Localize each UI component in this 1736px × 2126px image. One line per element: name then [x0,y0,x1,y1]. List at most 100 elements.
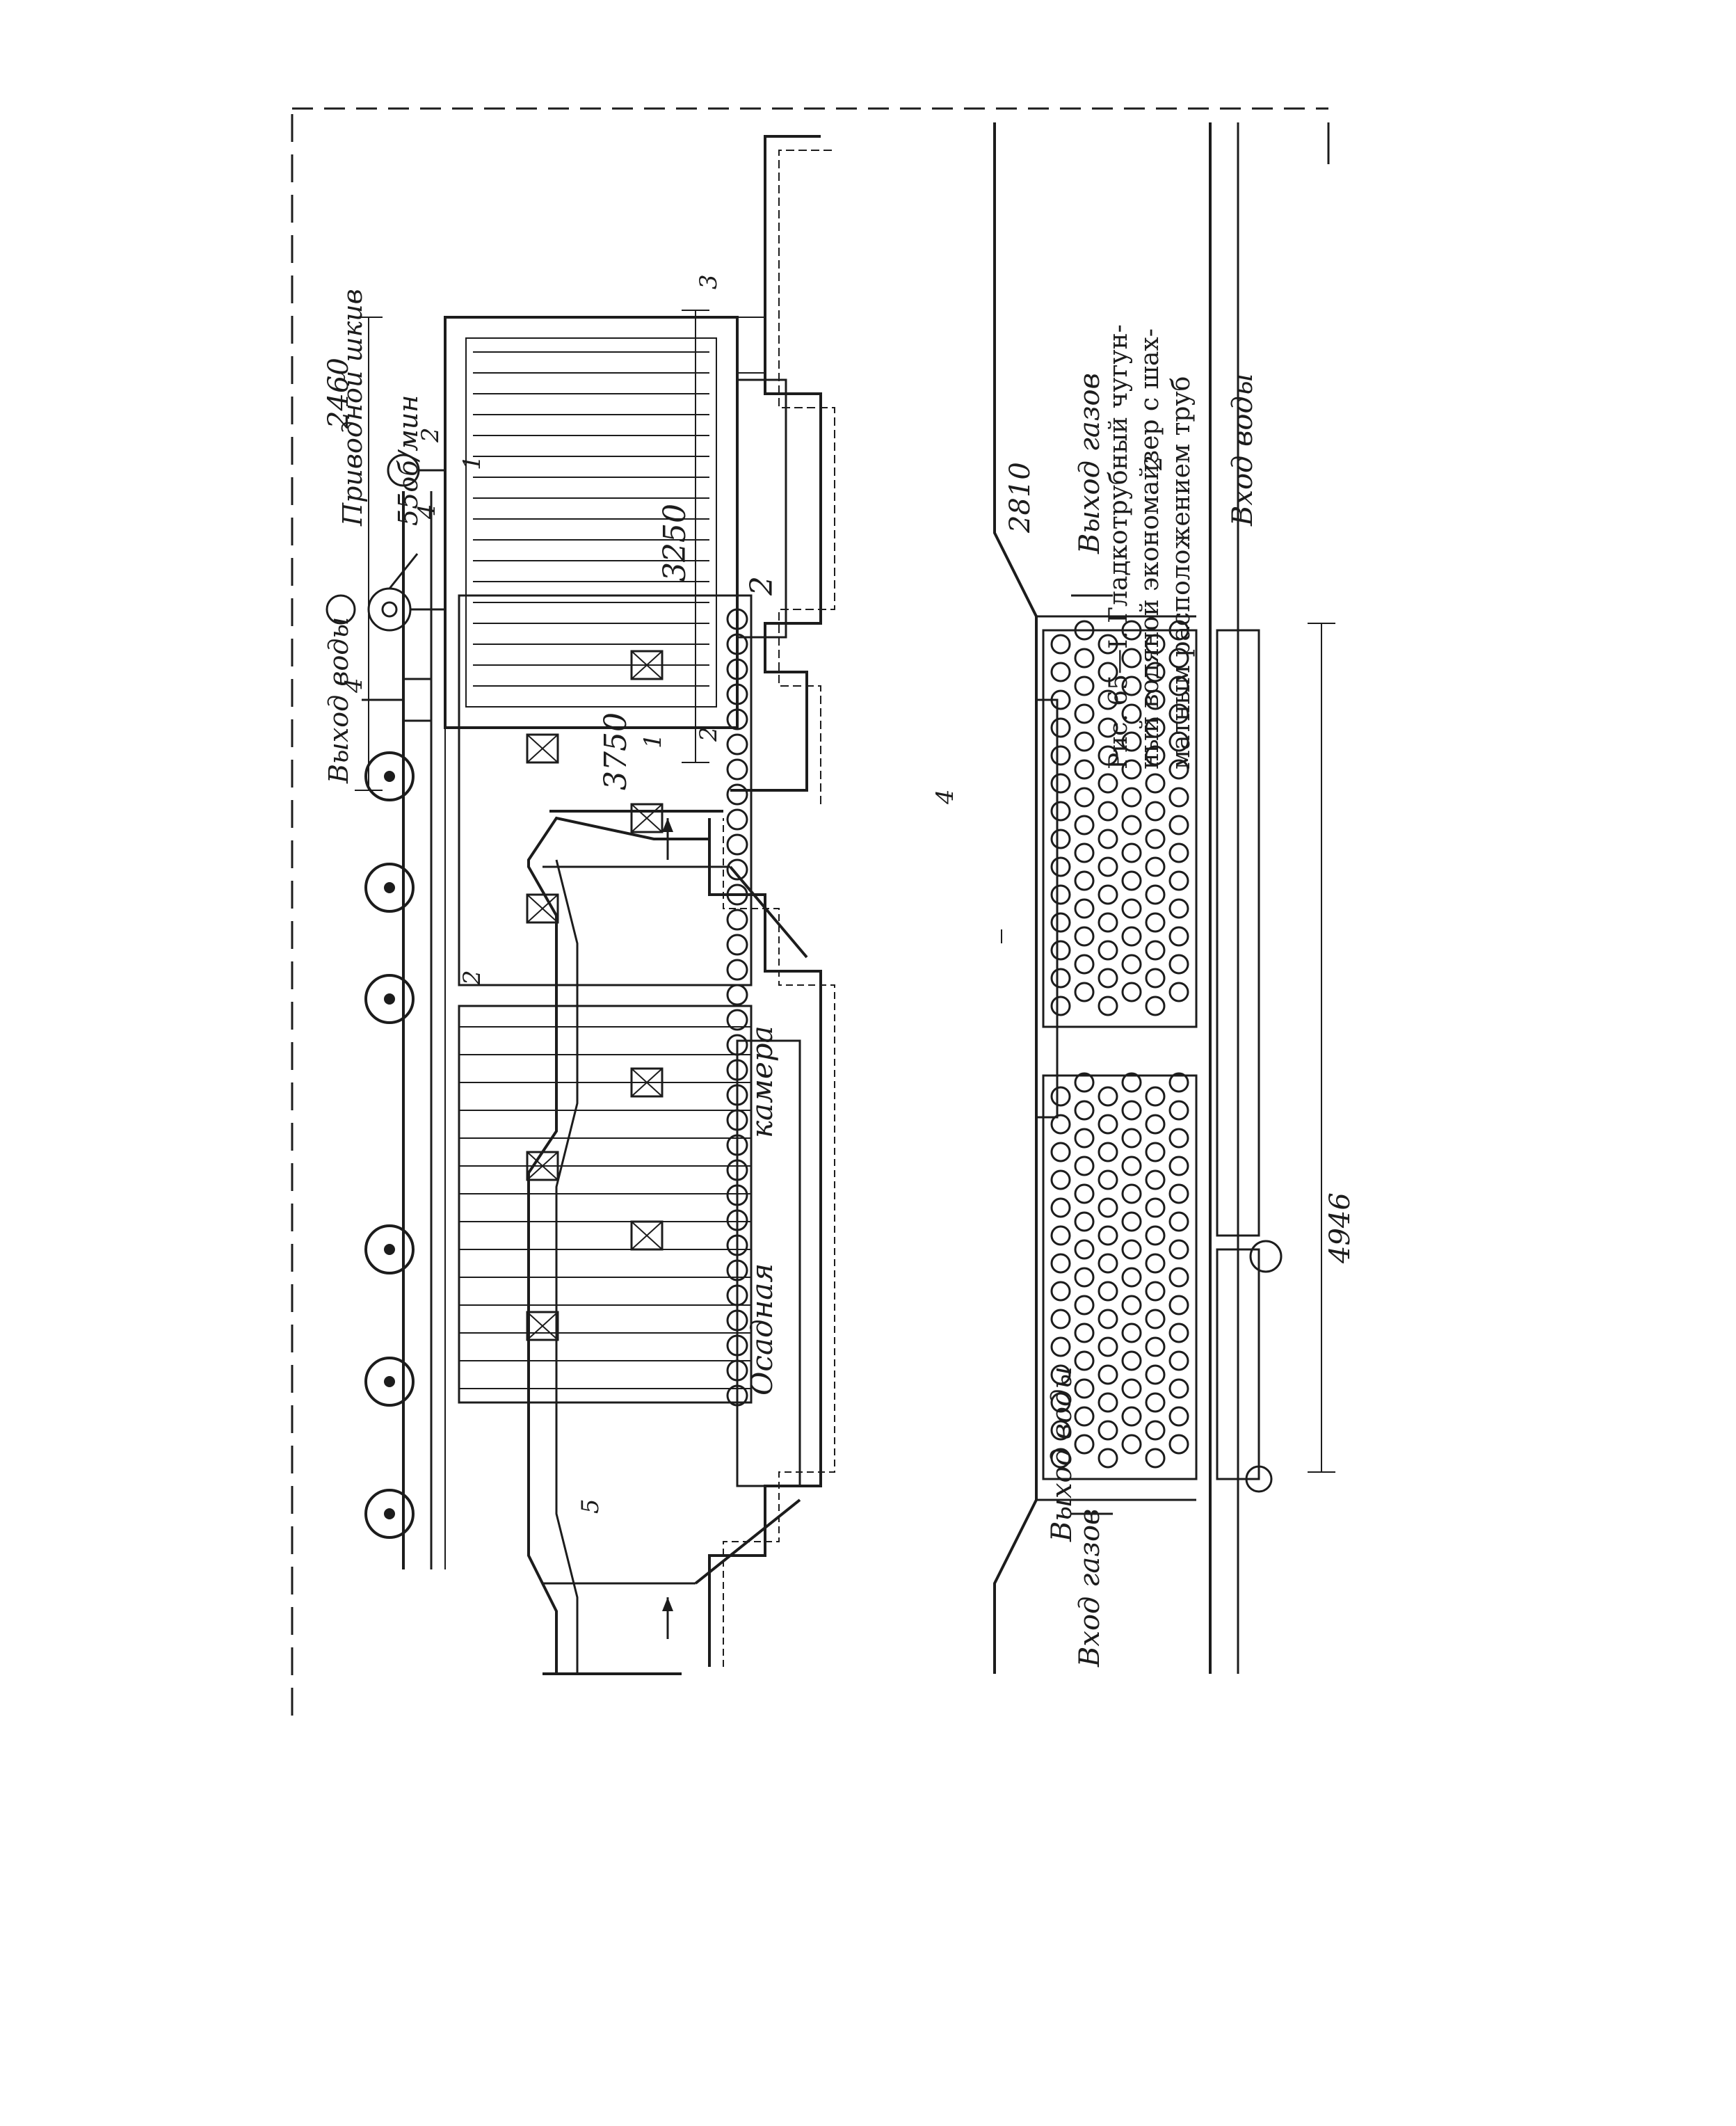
plan-tube [1168,1072,1189,1093]
plan-tube [1168,1295,1189,1316]
plan-tube [1098,1309,1118,1329]
plan-tube [1098,1114,1118,1135]
plan-tube [1145,968,1166,989]
tube-end [726,1159,748,1181]
cross-section-view [326,135,835,804]
callout-2-plan: 2 [1140,455,1168,471]
tube-end [726,984,748,1006]
water-inlet-label: Вход воды [1227,374,1259,527]
tube-end [726,833,748,856]
plan-tube [1050,1225,1071,1246]
dim-2810: 2810 [1004,462,1036,534]
plan-tube [1121,1350,1142,1371]
plan-tube [1098,1281,1118,1302]
callout-4-plan: 4 [931,789,959,805]
plan-tube [1074,1350,1095,1371]
plan-tube [1121,1406,1142,1427]
plan-tube [1168,842,1189,863]
wheel-hub [384,1244,395,1255]
scraper-cross [527,1151,558,1181]
plan-tube [1074,731,1095,752]
plan-tube [1050,717,1071,738]
plan-tube [1121,787,1142,808]
plan-tube [1074,1183,1095,1204]
plan-tube [1145,1364,1166,1385]
plan-tube [1168,1267,1189,1288]
plan-tube [1074,1267,1095,1288]
plan-tube [1074,1295,1095,1316]
plan-tube [1121,898,1142,919]
plan-tube [1098,829,1118,849]
callout-2-section: 2 [417,427,444,443]
plan-tube [1098,968,1118,989]
tube-end [726,1134,748,1156]
plan-tube [1098,801,1118,822]
plan-tube [1168,870,1189,891]
drive-wheels [364,751,415,1539]
scraper-cross [527,734,558,763]
plan-tube [1168,982,1189,1002]
plan-tube [1168,954,1189,975]
scraper [526,1311,559,1341]
plan-tube [1074,842,1095,863]
plan-tube [1121,954,1142,975]
plan-tube [1050,773,1071,794]
tube-end [726,1309,748,1332]
plan-tube [1074,1211,1095,1232]
plan-tube [1145,1392,1166,1413]
plan-tube [1074,1434,1095,1455]
plan-tube [1074,1378,1095,1399]
plan-tube [1050,1169,1071,1190]
plan-tube [1121,1156,1142,1176]
plan-tube [1098,1364,1118,1385]
plan-tube [1145,829,1166,849]
plan-tube [1145,1197,1166,1218]
plan-tube [1145,745,1166,766]
tube-end [726,1259,748,1281]
plan-tube [1050,634,1071,655]
tube-end [726,1284,748,1306]
plan-tube [1074,926,1095,947]
plan-tube [1168,1406,1189,1427]
plan-tube [1121,815,1142,836]
drive-wheel [364,1489,415,1539]
drive-pulley-label: Приводной шкив [337,289,368,527]
plan-tube [1168,1239,1189,1260]
plan-tube [1145,801,1166,822]
plan-tube [1145,689,1166,710]
plan-tube [1098,717,1118,738]
plan-tube [1168,648,1189,669]
drive-wheel [364,974,415,1024]
section-tubes [473,351,709,687]
scraper [526,893,559,924]
plan-tube [1074,676,1095,696]
callout-2-foundation: 2 [744,576,780,596]
plan-tube [1121,1100,1142,1121]
plan-tube [1121,620,1142,641]
plan-tube [1050,1420,1071,1441]
scraper-cross [631,1221,663,1250]
plan-tube [1168,759,1189,780]
plan-tube [1050,829,1071,849]
plan-tube [1121,648,1142,669]
plan-tube [1121,842,1142,863]
plan-tube [1098,1253,1118,1274]
plan-tube [1050,801,1071,822]
plan-tube [1168,1378,1189,1399]
tube-end [726,783,748,806]
water-outlet-plan-label: Выход воды [1046,1366,1078,1542]
plan-tube [1121,1295,1142,1316]
wheel-hub [384,882,395,893]
plan-tube [1074,703,1095,724]
tube-end [726,1009,748,1031]
plan-tube [1145,856,1166,877]
plan-tube [1121,1211,1142,1232]
plan-tube [1168,731,1189,752]
plan-tube [1145,912,1166,933]
plan-tube [1098,745,1118,766]
plan-tube [1121,731,1142,752]
tube-end [726,909,748,931]
scraper [526,733,559,764]
plan-tube [1050,968,1071,989]
